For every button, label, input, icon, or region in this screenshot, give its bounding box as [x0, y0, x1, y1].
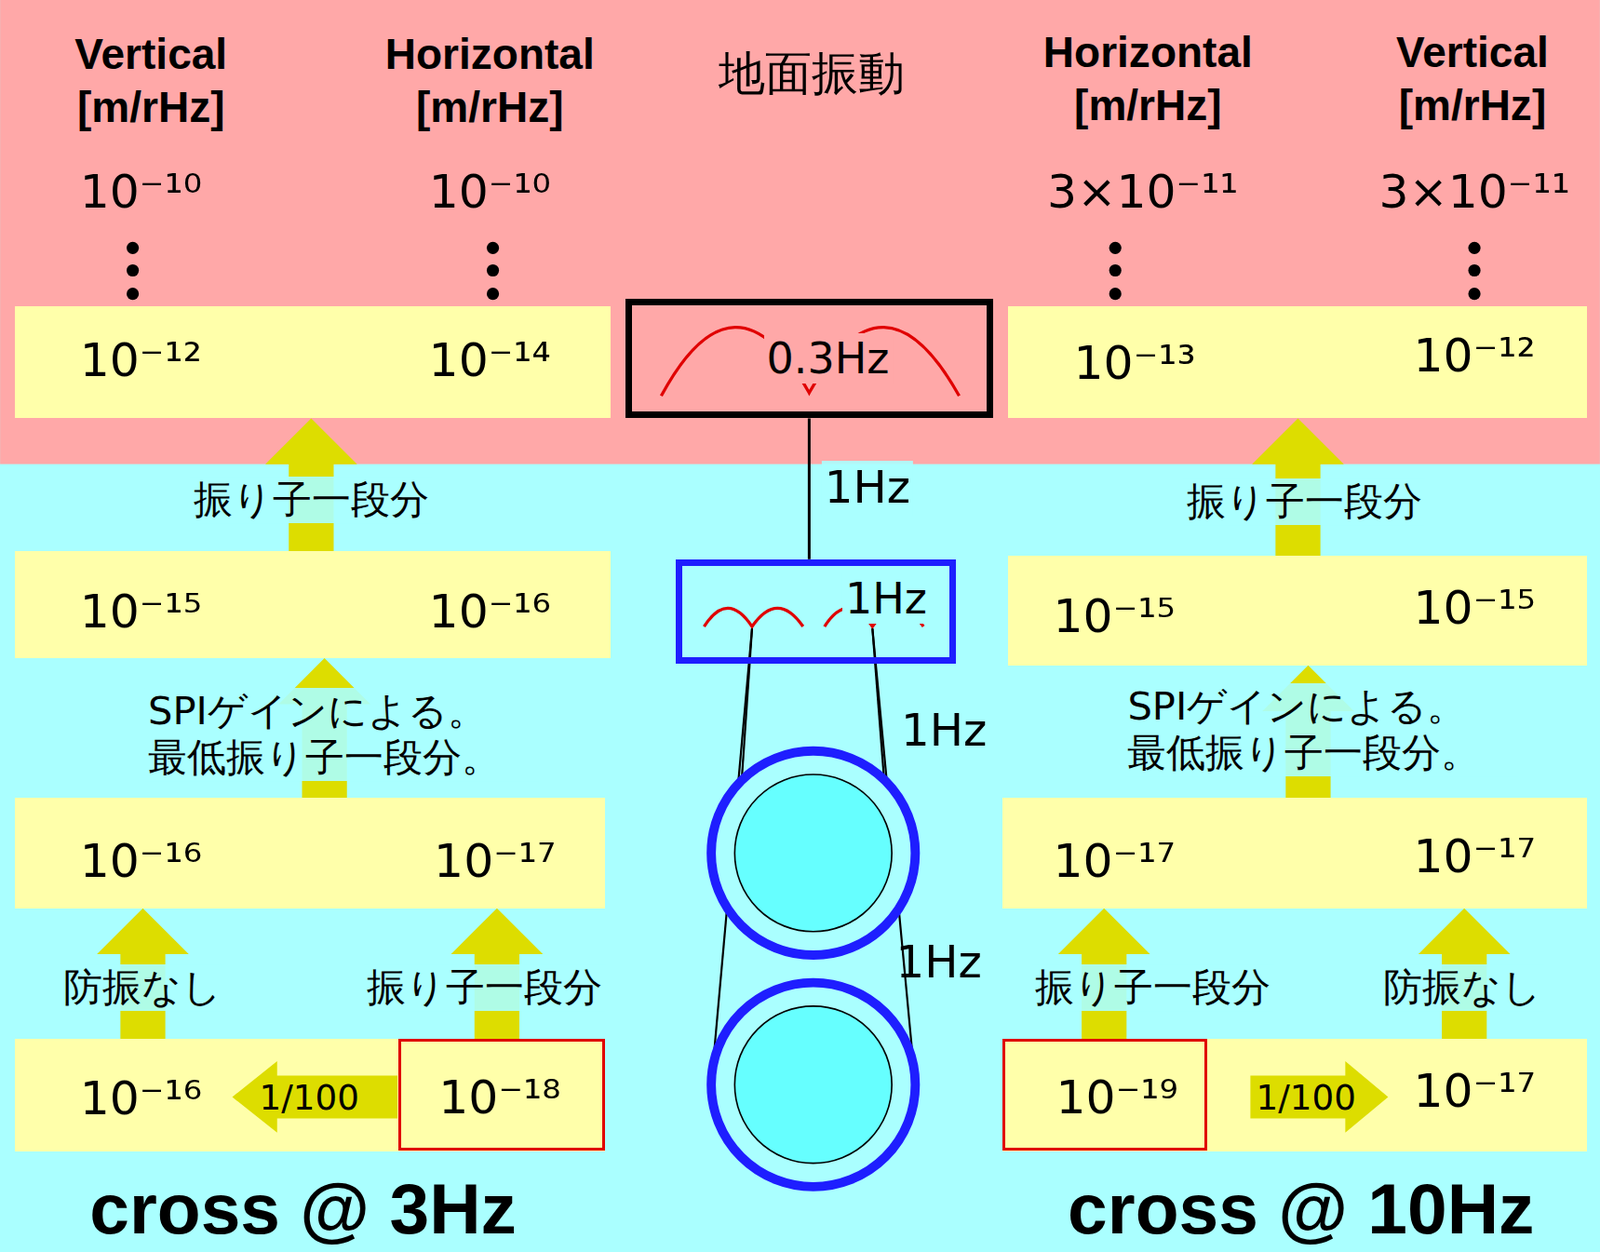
- noise-value: 10⁻¹²: [80, 331, 202, 387]
- crossover-label: cross @ 3Hz: [89, 1164, 517, 1252]
- edge-label: 振り子一段分: [1032, 964, 1274, 1011]
- axis-heading: Vertical [m/rHz]: [56, 27, 246, 135]
- noise-value: 10⁻¹⁵: [80, 582, 202, 638]
- ratio-label: 1/100: [258, 1075, 359, 1119]
- value-label: 10⁻¹⁰: [429, 162, 552, 222]
- highlight-box: 10⁻¹⁸: [398, 1038, 606, 1150]
- ratio-arrow-shape: [1250, 1061, 1388, 1133]
- edge-label: 振り子一段分: [363, 964, 606, 1011]
- axis-heading: Vertical [m/rHz]: [1378, 26, 1568, 134]
- noise-value: 0.3Hz: [764, 333, 893, 384]
- axis-heading: Horizontal [m/rHz]: [375, 27, 606, 135]
- level-bar: 10⁻¹⁵ 10⁻¹⁶: [14, 551, 610, 659]
- ground-band: [0, 0, 1600, 465]
- ratio-arrow-shape: [232, 1061, 399, 1133]
- level-bar: 10⁻¹⁶ 10⁻¹⁷: [14, 797, 606, 908]
- test-mass: [711, 751, 915, 1187]
- edge-label: SPIゲインによる。 最低振り子一段分。: [1124, 683, 1519, 777]
- frequency-label: 1Hz: [895, 933, 982, 990]
- noise-value: 10⁻¹⁴: [429, 331, 552, 387]
- noise-value: 10⁻¹⁷: [1413, 827, 1536, 883]
- ratio-label: 1/100: [1256, 1075, 1357, 1119]
- title-text: 地面振動: [718, 43, 905, 103]
- edge-label: 防振なし: [60, 964, 225, 1011]
- noise-value: 10⁻¹⁶: [80, 1069, 202, 1125]
- noise-value: 10⁻¹⁵: [1053, 588, 1176, 644]
- value-label: 10⁻¹⁰: [80, 162, 202, 222]
- edge-label: SPIゲインによる。 最低振り子一段分。: [145, 687, 539, 781]
- resonance-curve: [660, 327, 959, 627]
- noise-value: 10⁻¹⁷: [433, 833, 556, 888]
- noise-value: 1Hz: [842, 573, 930, 624]
- edge-label: 1Hz: [821, 460, 914, 515]
- level-bar: 10⁻¹⁷ 10⁻¹⁷: [1002, 797, 1587, 908]
- frequency-label: 1Hz: [900, 701, 987, 758]
- noise-value: 10⁻¹⁹: [1056, 1069, 1179, 1125]
- edge-label: 振り子一段分: [1183, 478, 1426, 525]
- level-bar: 10⁻¹³ 10⁻¹²: [1008, 306, 1587, 419]
- ellipsis-dots: [126, 242, 1481, 300]
- value-label: 3×10⁻¹¹: [1047, 162, 1238, 222]
- value-label: 3×10⁻¹¹: [1378, 162, 1570, 222]
- edge-label: 振り子一段分: [190, 476, 432, 524]
- noise-value: 10⁻¹⁶: [429, 582, 552, 638]
- noise-value: 10⁻¹⁶: [80, 833, 202, 888]
- highlight-box: 10⁻¹⁹: [1002, 1038, 1208, 1150]
- level-bar: 10⁻¹² 10⁻¹⁴: [14, 306, 610, 419]
- noise-value: 10⁻¹³: [1073, 335, 1196, 390]
- stage-box: 0.3Hz: [625, 298, 994, 418]
- level-bar: 10⁻¹⁵ 10⁻¹⁵: [1008, 555, 1587, 665]
- noise-value: 10⁻¹²: [1413, 327, 1536, 383]
- noise-value: 10⁻¹⁷: [1053, 833, 1176, 888]
- suspension-wire: [807, 417, 811, 559]
- stage-box: 1Hz: [675, 559, 956, 664]
- noise-value: 10⁻¹⁸: [438, 1069, 561, 1125]
- noise-value: 10⁻¹⁷: [1413, 1062, 1536, 1117]
- isolated-band: [0, 464, 1600, 1252]
- edge-label: 防振なし: [1380, 964, 1545, 1011]
- axis-heading: Horizontal [m/rHz]: [1033, 26, 1264, 134]
- crossover-label: cross @ 10Hz: [1067, 1164, 1534, 1252]
- noise-value: 10⁻¹⁵: [1413, 579, 1536, 635]
